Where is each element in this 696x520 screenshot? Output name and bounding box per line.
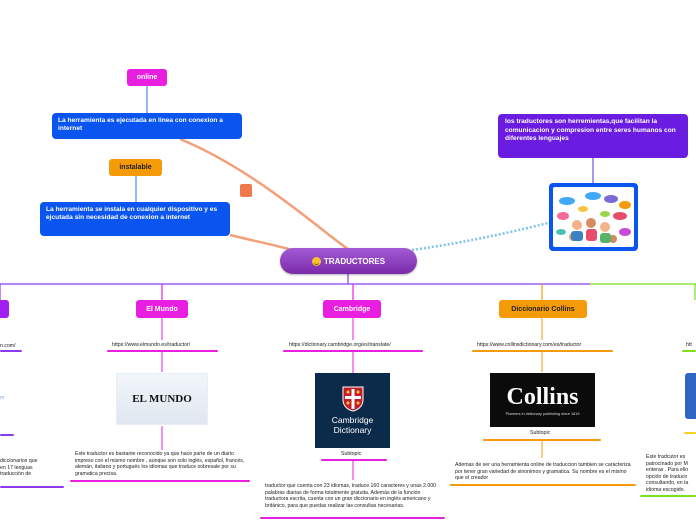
central-title: TRADUCTORES: [323, 256, 386, 266]
left-partial-description[interactable]: diccionarios que en 17 lenguas traducció…: [0, 458, 38, 478]
collins-description[interactable]: Ademas de ser una herramienta online de …: [455, 462, 631, 482]
collins-desc-underline: [450, 484, 636, 486]
smiley-icon: [311, 256, 321, 266]
left-partial-link-fragment[interactable]: m: [0, 395, 5, 401]
people-speech-bubbles-icon[interactable]: [549, 183, 638, 251]
cambridge-url[interactable]: https://dictionary.cambridge.org/es/tran…: [289, 342, 391, 348]
definition-box[interactable]: los traductores son herremientas,que fac…: [498, 114, 688, 158]
left-partial-desc-underline: [0, 486, 64, 488]
right-partial-url[interactable]: htt: [686, 342, 692, 348]
elmundo-logo-text: EL MUNDO: [132, 393, 192, 405]
cambridge-logo-line2: Dictionary: [333, 425, 372, 435]
right-partial-desc-underline: [640, 495, 696, 497]
collins-url[interactable]: https://www.collinsdictionary.com/es/tra…: [477, 342, 582, 348]
cambridge-subtopic-underline: [321, 459, 387, 461]
cambridge-subtopic[interactable]: Subtopic: [341, 451, 362, 457]
collins-subtopic[interactable]: Subtopic: [530, 430, 551, 436]
elmundo-desc-underline: [70, 480, 250, 482]
collins-subtopic-underline: [483, 439, 601, 441]
cambridge-logo[interactable]: Cambridge Dictionary: [315, 373, 390, 448]
elmundo-description[interactable]: Este traductor es bastante reconocido ya…: [75, 451, 245, 477]
cambridge-url-underline: [283, 350, 423, 352]
collins-logo-text: Collins: [506, 384, 579, 410]
cambridge-desc-underline: [260, 517, 445, 519]
elmundo-url[interactable]: https://www.elmundo.es/traductor/: [112, 342, 191, 348]
right-partial-url-underline: [682, 350, 696, 352]
elmundo-url-underline: [107, 350, 218, 352]
collins-logo[interactable]: Collins Pioneers in dictionary publishin…: [490, 373, 595, 427]
collins-url-underline: [472, 350, 613, 352]
collins-logo-sub: Pioneers in dictionary publishing since …: [505, 412, 580, 416]
connector-handle[interactable]: [240, 184, 252, 197]
cambridge-logo-line1: Cambridge: [331, 415, 374, 425]
right-partial-image-underline: [684, 432, 696, 434]
online-description[interactable]: La herramienta es ejecutada en linea con…: [52, 113, 242, 139]
left-partial-url[interactable]: n.com/: [0, 343, 16, 349]
cambridge-description[interactable]: traductor que cuenta con 23 idiomas, tra…: [265, 483, 437, 509]
installable-tag[interactable]: instalable: [109, 159, 162, 176]
left-partial-branch-label[interactable]: [0, 300, 9, 318]
left-partial-url-underline: [0, 350, 22, 352]
left-partial-image-underline: [0, 434, 14, 436]
installable-description[interactable]: La herramienta se instala en cualquier d…: [40, 202, 230, 236]
right-partial-logo[interactable]: [685, 373, 696, 419]
online-tag[interactable]: online: [127, 69, 167, 86]
branch-cambridge[interactable]: Cambridge: [323, 300, 381, 318]
right-partial-description[interactable]: Este tradcutor es patrocinado por M ente…: [646, 454, 689, 493]
central-topic[interactable]: TRADUCTORES: [280, 248, 417, 274]
branch-collins[interactable]: Diccionario Collins: [499, 300, 587, 318]
cambridge-crest-icon: [342, 386, 363, 412]
elmundo-logo[interactable]: EL MUNDO: [116, 373, 208, 425]
branch-elmundo[interactable]: El Mundo: [136, 300, 188, 318]
